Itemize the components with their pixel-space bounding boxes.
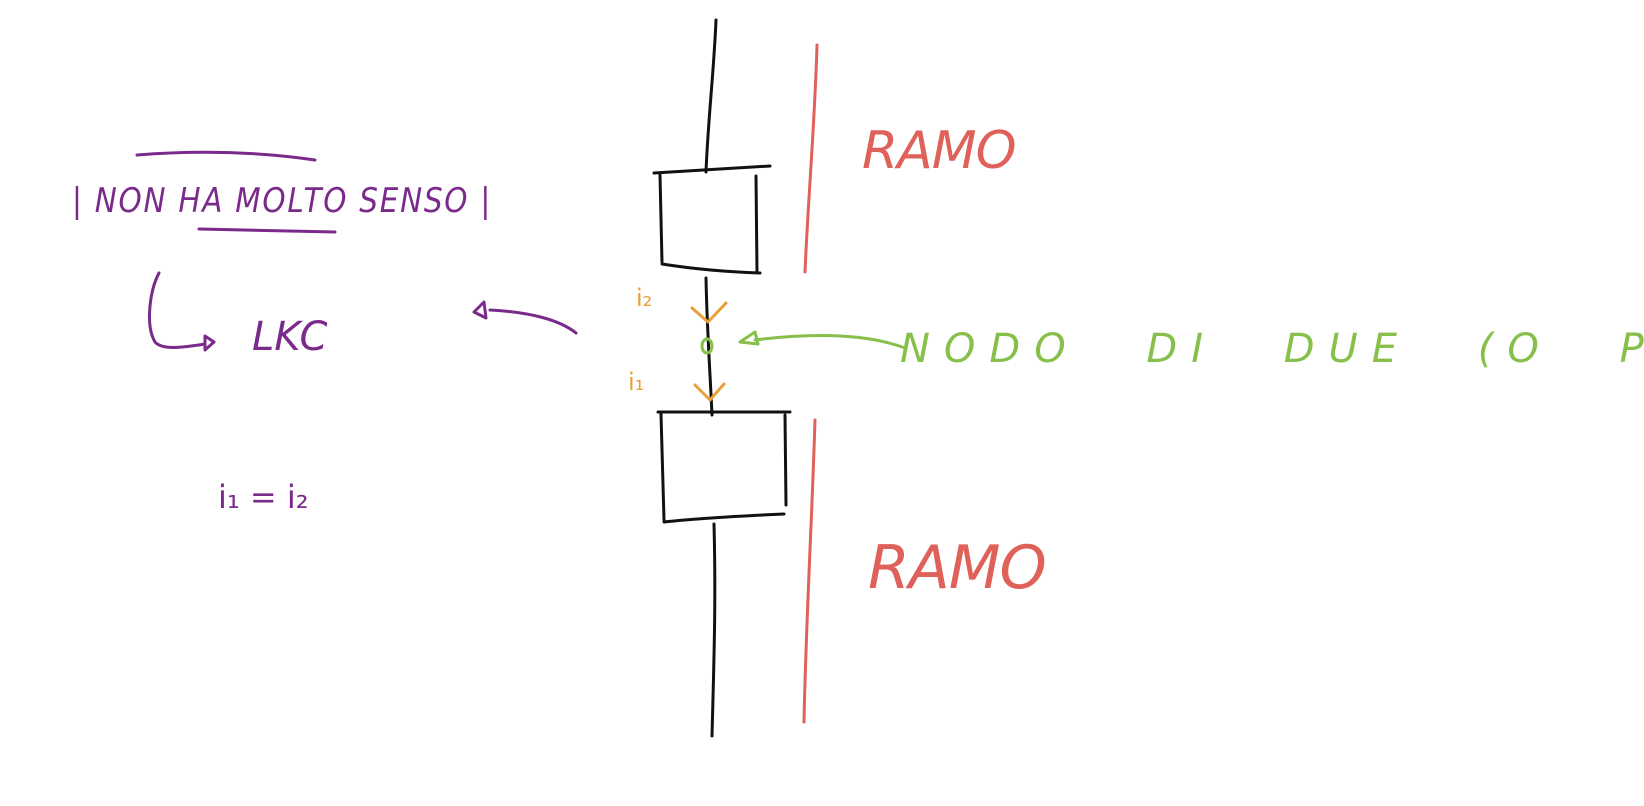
equation: i₁ = i₂ <box>218 478 309 516</box>
lower-current-label: i₁ <box>628 368 644 396</box>
upper-current-arrow <box>690 301 728 324</box>
notes <box>135 150 578 352</box>
upper-branch-label: RAMO <box>862 121 1016 181</box>
lower-branch-line <box>802 418 817 724</box>
lkc-hook-arrow <box>148 271 216 352</box>
meaningless-note: | NON HA MOLTO SENSO | <box>72 181 492 221</box>
upper-component-box <box>652 164 772 275</box>
lower-branch-label: RAMO <box>868 533 1046 603</box>
circuit <box>652 18 792 738</box>
underline <box>197 227 337 234</box>
branch-markers <box>802 43 819 724</box>
node-to-lkc-arrow <box>472 300 578 335</box>
node-pointer-arrow <box>738 330 907 350</box>
bottom-wire <box>710 522 717 738</box>
upper-branch-line <box>803 43 819 274</box>
upper-current-label: i₂ <box>636 284 652 312</box>
node-label: NODO DI DUE (O PIU') RAMI <box>900 326 1644 372</box>
node-dot <box>700 337 714 355</box>
current-arrows <box>690 301 728 402</box>
lower-current-arrow <box>693 382 726 402</box>
lower-component-box <box>656 410 792 524</box>
lkc-label: LKC <box>252 314 327 360</box>
overline <box>135 150 317 162</box>
top-wire <box>704 18 718 174</box>
